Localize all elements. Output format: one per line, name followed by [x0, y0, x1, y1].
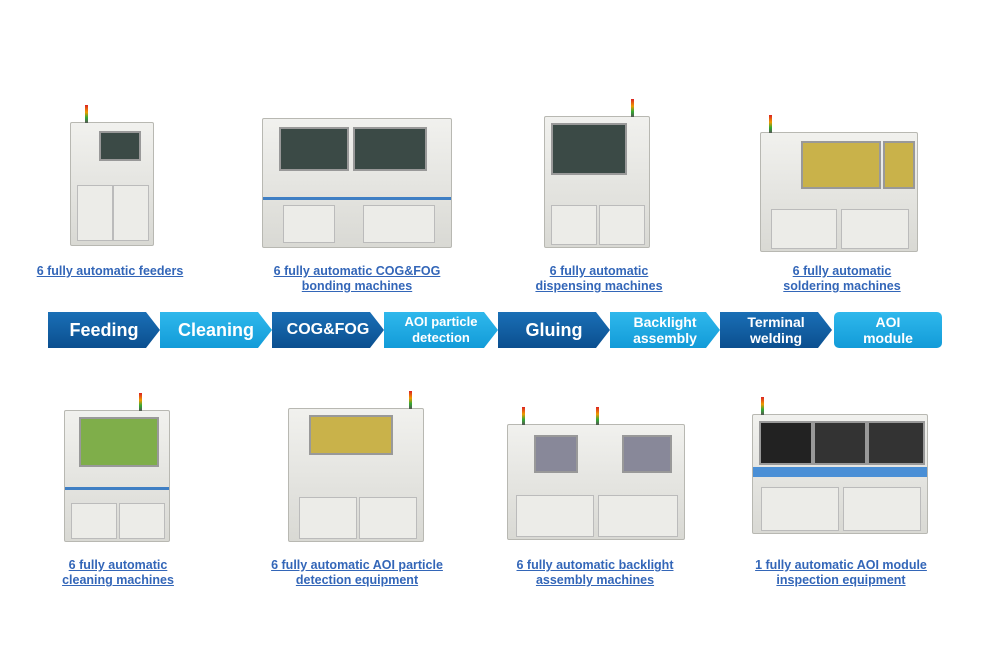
- step-cleaning: Cleaning: [160, 312, 272, 348]
- step-label: detection: [412, 330, 470, 345]
- caption-line: soldering machines: [783, 279, 901, 293]
- aoi-particle-machine-image: [288, 391, 424, 542]
- backlight-machine-image: [507, 407, 685, 540]
- caption-line: 6 fully automatic COG&FOG: [273, 264, 441, 278]
- step-label: Cleaning: [177, 319, 254, 340]
- step-gluing: Gluing: [498, 312, 610, 348]
- caption-line: 6 fully automatic backlight: [516, 558, 674, 572]
- soldering-machine-image: [760, 115, 918, 252]
- step-feeding: Feeding: [48, 312, 160, 348]
- step-label: Gluing: [525, 319, 583, 340]
- cog-fog-machine-image: [262, 118, 452, 248]
- caption-line: inspection equipment: [776, 573, 906, 587]
- caption-line: 6 fully automatic: [68, 558, 168, 572]
- caption-line: 6 fully automatic: [792, 264, 892, 278]
- step-label: AOI particle: [404, 314, 478, 329]
- caption-line: 6 fully automatic feeders: [36, 264, 184, 278]
- feeder-link[interactable]: 6 fully automatic feeders: [20, 264, 200, 279]
- step-label: Terminal: [747, 314, 805, 330]
- caption-line: assembly machines: [535, 573, 655, 587]
- step-label: AOI: [875, 314, 901, 330]
- step-label: welding: [749, 330, 803, 346]
- feeder-machine-image: [70, 105, 154, 246]
- caption-line: dispensing machines: [535, 279, 663, 293]
- aoi-module-machine-image: [752, 397, 928, 534]
- cleaning-machine-image: [64, 393, 170, 542]
- step-label: assembly: [633, 330, 697, 346]
- step-label: Backlight: [633, 314, 697, 330]
- step-cog-fog: COG&FOG: [272, 312, 384, 348]
- caption-line: detection equipment: [295, 573, 419, 587]
- caption-line: cleaning machines: [62, 573, 174, 587]
- step-label: Feeding: [69, 319, 139, 340]
- step-label: COG&FOG: [286, 321, 370, 338]
- caption-line: 6 fully automatic AOI particle: [271, 558, 443, 572]
- caption-line: 1 fully automatic AOI module: [755, 558, 927, 572]
- caption-line: 6 fully automatic: [549, 264, 649, 278]
- dispensing-machine-image: [544, 99, 650, 248]
- caption-line: bonding machines: [301, 279, 413, 293]
- step-label: module: [863, 330, 913, 346]
